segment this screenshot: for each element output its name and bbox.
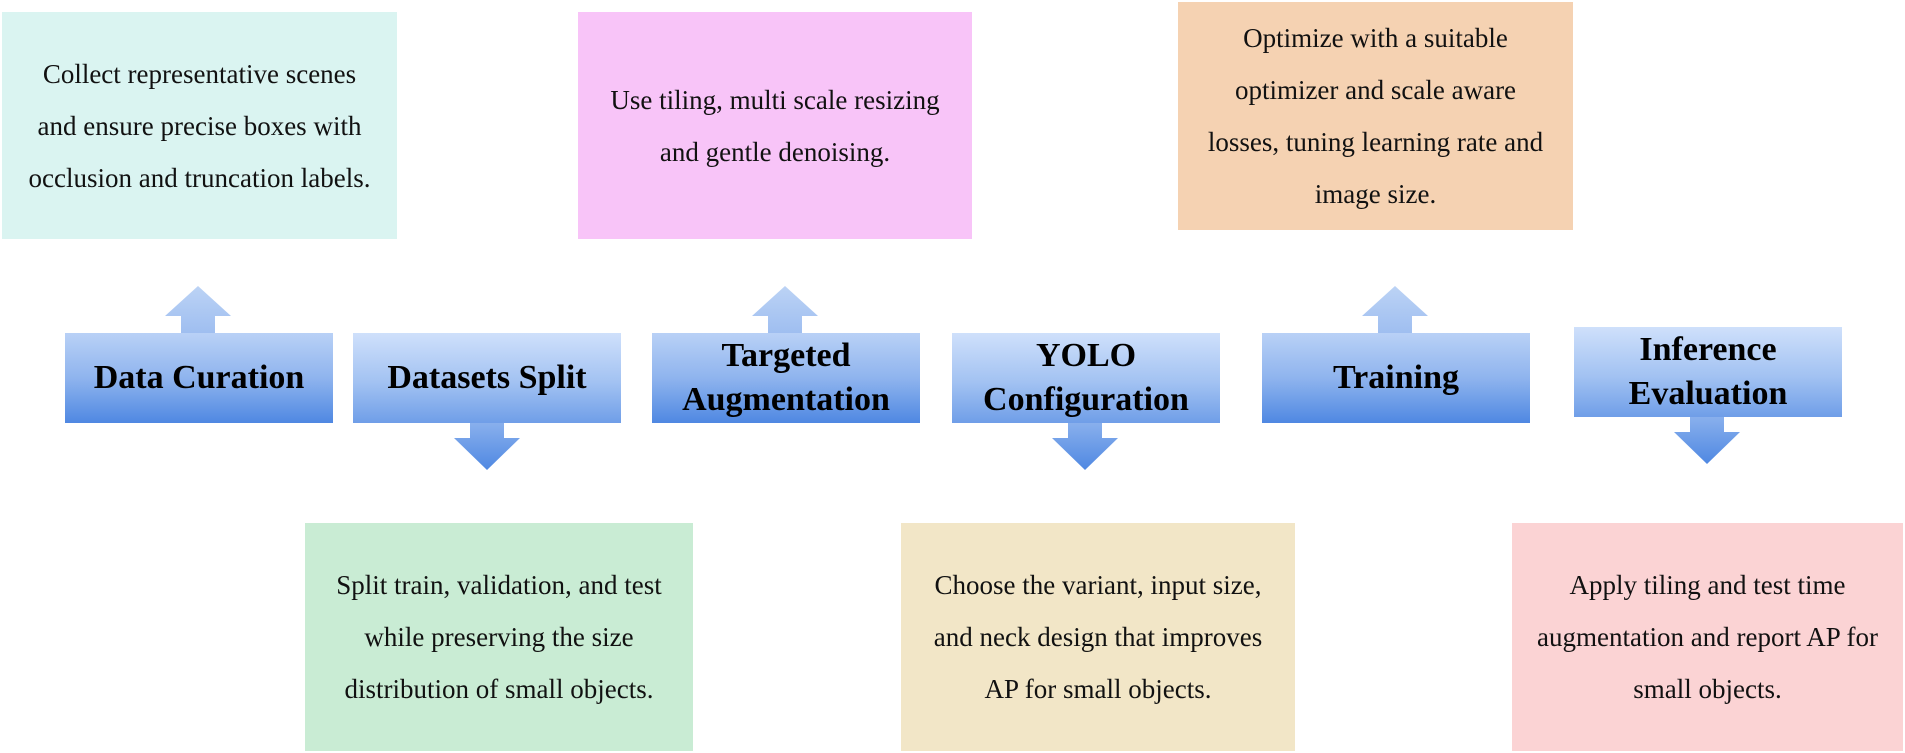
step-datasets-split: Datasets Split [353, 333, 621, 423]
step-data-curation: Data Curation [65, 333, 333, 423]
note-text: Collect representative scenes and ensure… [28, 58, 371, 193]
arrow-down-yolo-configuration [1052, 418, 1118, 470]
note-data-curation: Collect representative scenes and ensure… [2, 12, 397, 239]
note-datasets-split: Split train, validation, and test while … [305, 523, 693, 751]
note-yolo-configuration: Choose the variant, input size, and neck… [901, 523, 1295, 751]
arrow-down-datasets-split [454, 418, 520, 470]
step-training: Training [1262, 333, 1530, 423]
step-yolo-configuration: YOLO Configuration [952, 333, 1220, 423]
step-label: Inference Evaluation [1628, 331, 1788, 412]
arrow-up-training [1362, 286, 1428, 336]
arrow-up-data-curation [165, 286, 231, 336]
note-training: Optimize with a suitable optimizer and s… [1178, 2, 1573, 230]
step-targeted-augmentation: Targeted Augmentation [652, 333, 920, 423]
note-text: Split train, validation, and test while … [336, 570, 662, 704]
step-label: YOLO Configuration [983, 337, 1189, 418]
step-label: Targeted Augmentation [682, 337, 890, 418]
note-targeted-augmentation: Use tiling, multi scale resizing and gen… [578, 12, 972, 239]
step-label: Data Curation [93, 359, 305, 396]
note-text: Choose the variant, input size, and neck… [933, 570, 1263, 704]
step-label: Training [1333, 359, 1459, 396]
arrow-down-inference-evaluation [1674, 412, 1740, 464]
note-text: Apply tiling and test time augmentation … [1537, 570, 1878, 704]
note-text: Use tiling, multi scale resizing and gen… [610, 84, 940, 167]
arrow-up-targeted-augmentation [752, 286, 818, 336]
note-text: Optimize with a suitable optimizer and s… [1207, 23, 1544, 209]
step-label: Datasets Split [387, 359, 587, 396]
step-inference-evaluation: Inference Evaluation [1574, 327, 1842, 417]
note-inference-evaluation: Apply tiling and test time augmentation … [1512, 523, 1903, 751]
